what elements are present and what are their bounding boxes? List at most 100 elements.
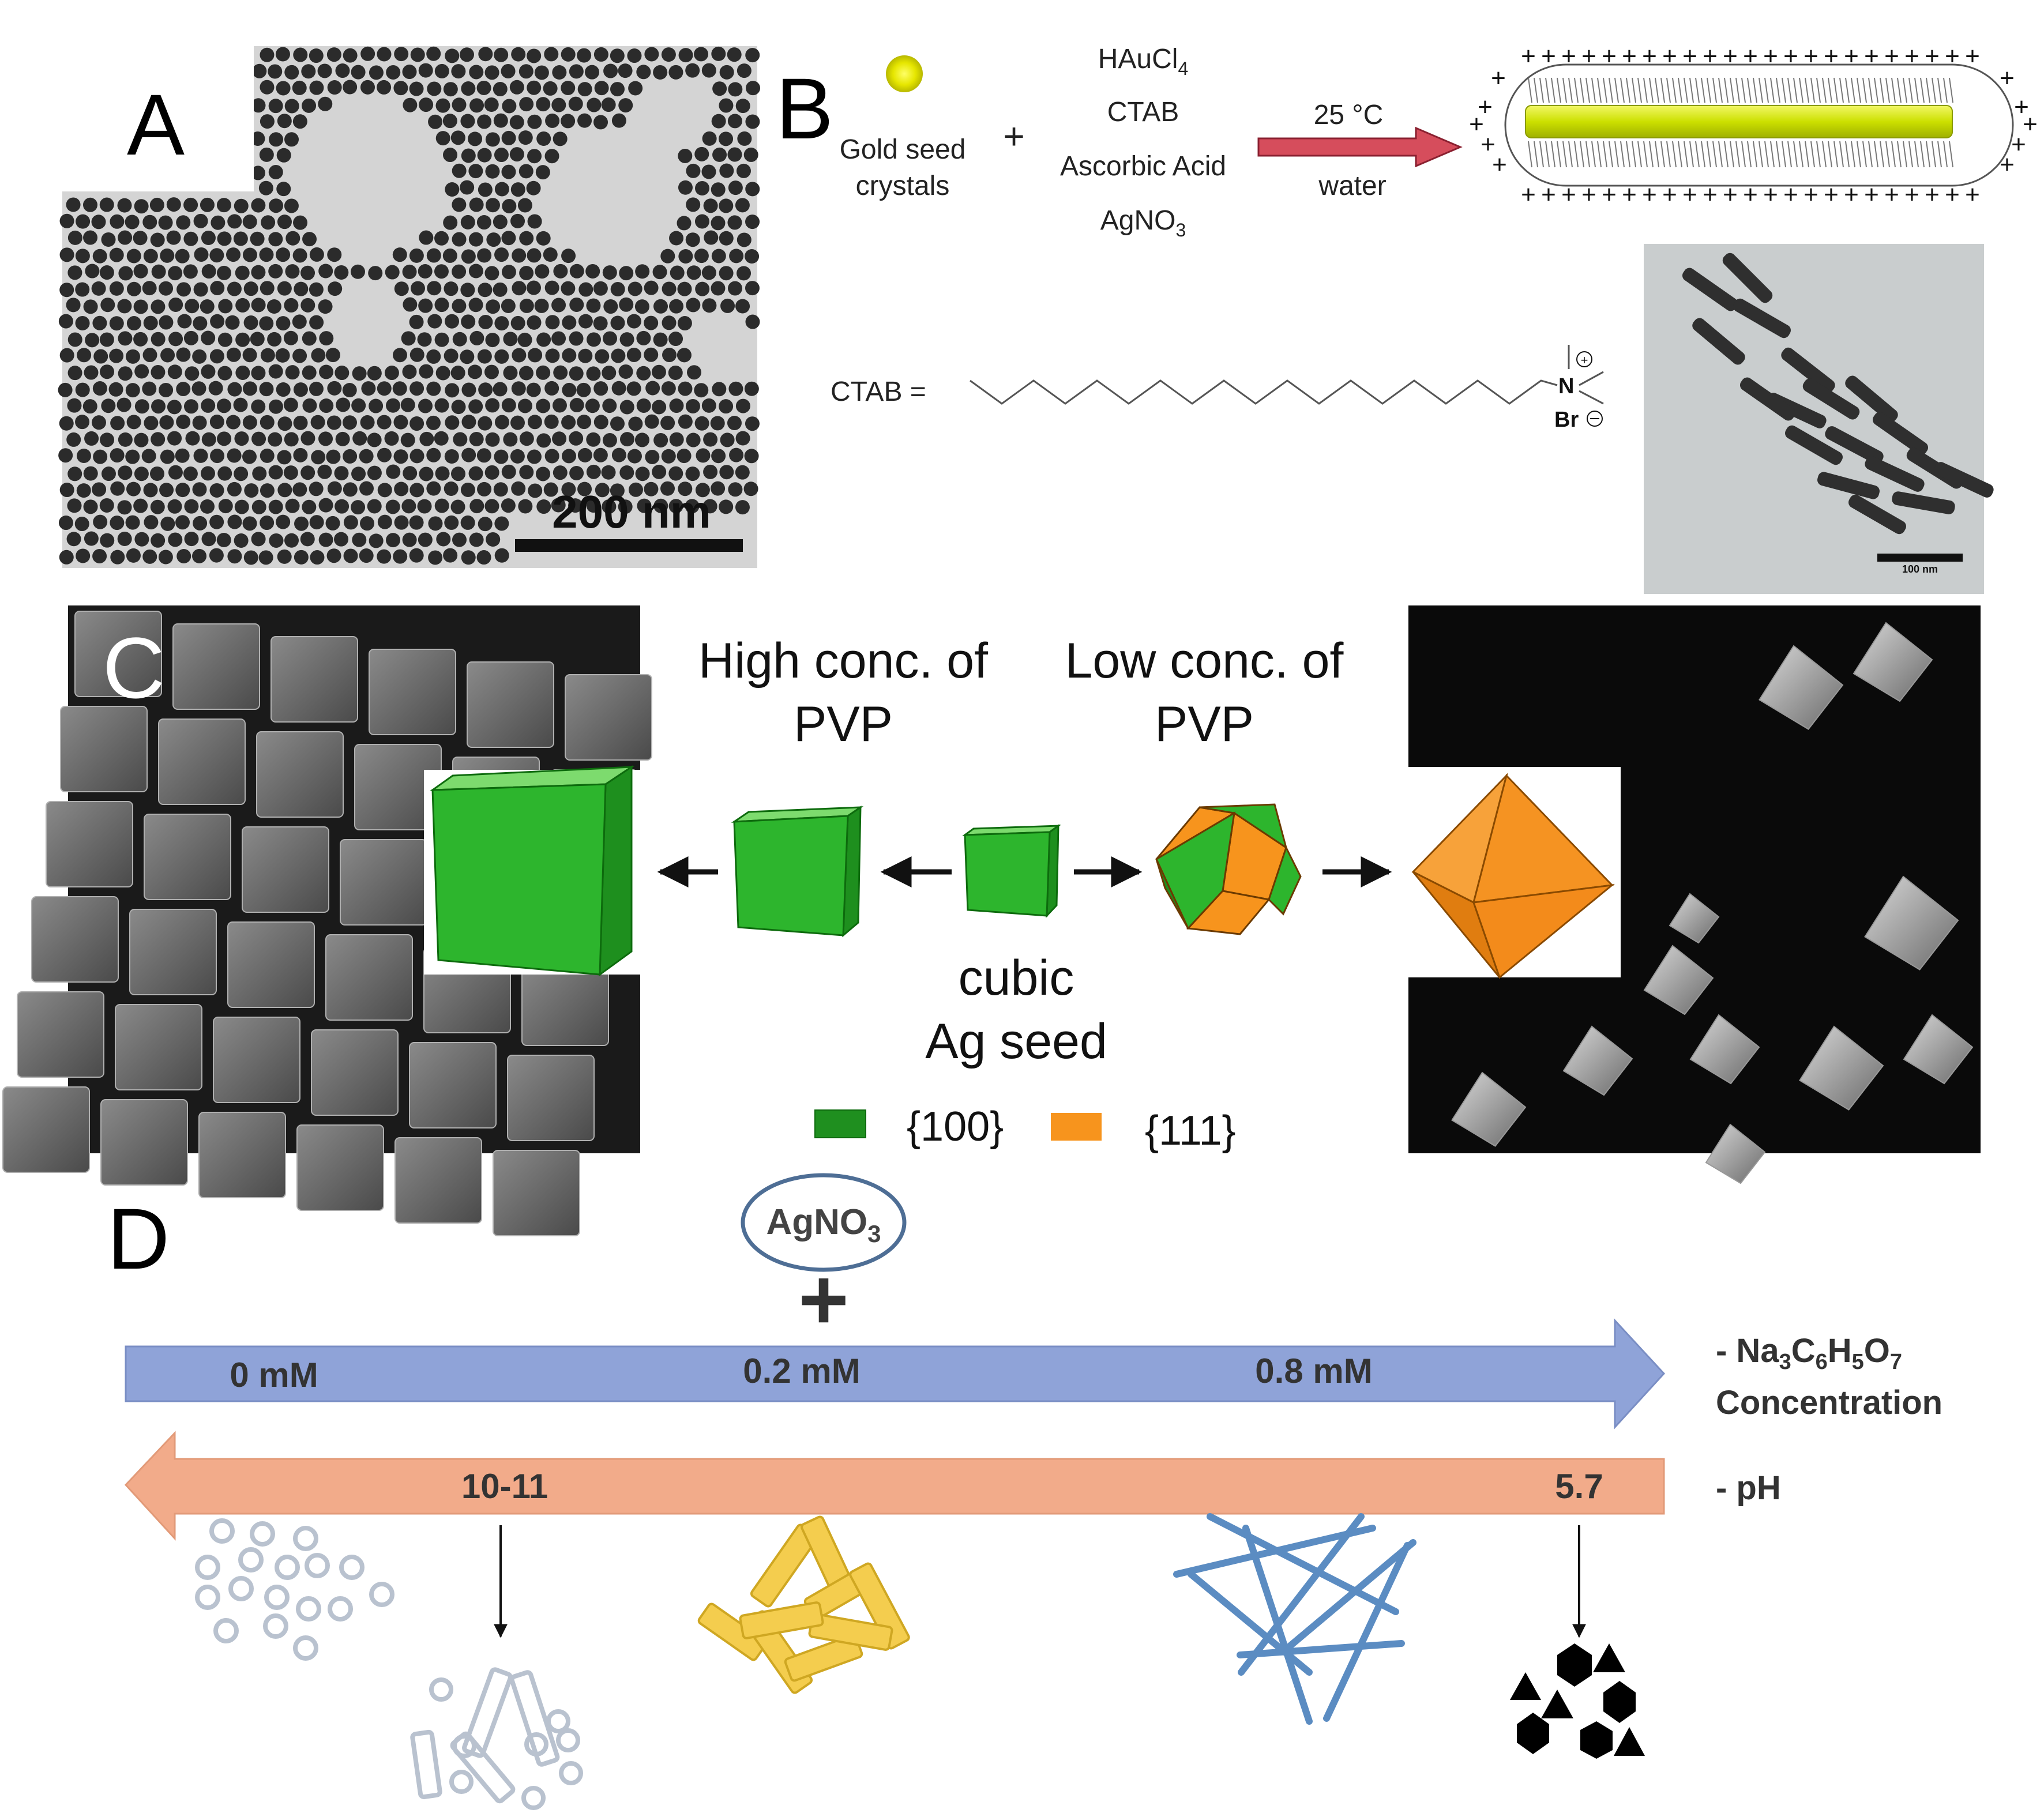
nanoparticle (652, 265, 667, 280)
nanoparticle (501, 164, 516, 179)
nanoparticle (334, 466, 349, 481)
nanoparticle (293, 415, 308, 430)
nanoparticle (201, 330, 216, 345)
nanoparticle (377, 381, 392, 396)
nanoparticle (309, 315, 324, 330)
nanoparticle (167, 431, 182, 446)
nanoparticle (110, 550, 125, 565)
nanoparticle (561, 249, 576, 264)
nanoparticle (695, 180, 710, 195)
nanoparticle (133, 332, 148, 347)
nanoparticle (512, 348, 527, 363)
bilayer-tick (1695, 77, 1700, 103)
nanoparticle (493, 282, 508, 297)
nanoparticle (93, 449, 108, 464)
nanoparticle (426, 447, 441, 462)
nanoparticle (118, 266, 133, 281)
bilayer-tick (1891, 77, 1896, 103)
nanoparticle (393, 415, 408, 430)
nanoparticle (627, 449, 642, 464)
nanoparticle (134, 532, 149, 547)
bilayer-tick (1747, 77, 1752, 103)
nanoparticle (59, 283, 74, 298)
nanoparticle (403, 97, 418, 112)
nanoparticle (93, 349, 108, 364)
nanoparticle (176, 215, 191, 230)
nanoparticle (485, 198, 500, 213)
nanoparticle (109, 247, 124, 262)
nanoparticle (175, 448, 190, 463)
bilayer-tick (1787, 141, 1792, 168)
nanoparticle (660, 249, 675, 264)
nanoparticle (735, 398, 750, 413)
nanoparticle (183, 330, 198, 345)
nanoparticle (67, 398, 82, 413)
nanoparticle (325, 348, 340, 363)
nanoparticle (167, 499, 182, 514)
nanoparticle (343, 48, 358, 63)
nanoparticle (602, 432, 617, 447)
ph-arrow (124, 1431, 1665, 1541)
nanoparticle (577, 481, 592, 496)
tem-nanorod (1845, 375, 1898, 423)
nanoparticle (326, 449, 341, 464)
ph-arrow-label-0: 10-11 (461, 1467, 548, 1506)
nanoparticle (326, 548, 341, 563)
nanoparticle (569, 264, 584, 279)
nanoparticle (561, 415, 576, 430)
nanoparticle (626, 381, 641, 396)
nanoparticle (260, 80, 275, 95)
nanoparticle (577, 447, 592, 462)
nanoparticle (577, 48, 592, 63)
nanoparticle (149, 466, 164, 481)
nanoparticle (367, 432, 382, 447)
bilayer-tick (1805, 77, 1809, 103)
nanoparticle (468, 399, 483, 414)
nanoparticle (110, 448, 125, 463)
nanoparticle (82, 399, 97, 414)
nanoparticle (743, 481, 758, 496)
nanoparticle (418, 532, 433, 547)
nanoparticle (351, 467, 366, 481)
nanoparticle (252, 466, 267, 481)
nanoparticle (426, 415, 441, 430)
nanoparticle (276, 148, 291, 163)
nanoparticle (418, 398, 433, 413)
nanoparticle (259, 147, 274, 162)
nanoparticle (317, 63, 332, 78)
bilayer-tick (1770, 141, 1775, 168)
nanoparticle (243, 550, 258, 565)
nanoparticle (460, 180, 475, 195)
nanoparticle (74, 517, 89, 532)
bilayer-tick (1574, 141, 1579, 168)
nanoparticle (268, 164, 283, 179)
nanoparticle (461, 148, 476, 163)
nanoparticle (302, 398, 317, 413)
nanoparticle (85, 333, 100, 348)
nanoparticle (185, 431, 200, 446)
bilayer-tick (1545, 77, 1550, 103)
nanoparticle (442, 114, 457, 129)
nanoparticle (284, 432, 299, 447)
seed-label-line1: cubic (959, 950, 1074, 1006)
bilayer-tick (1822, 77, 1827, 103)
nanoparticle (434, 398, 449, 413)
nanoparticle (528, 348, 543, 363)
nanoparticle (461, 447, 476, 462)
bilayer-tick (1632, 77, 1636, 103)
nanoparticle (233, 231, 248, 246)
nanoparticle (445, 415, 460, 430)
bilayer-tick (1810, 77, 1815, 103)
nanoparticle (678, 48, 693, 63)
nanoparticle (292, 348, 307, 363)
plus-charge-icon: + (1491, 64, 1506, 92)
bilayer-tick (1851, 141, 1855, 168)
nanoparticle (595, 483, 610, 498)
nanoparticle (166, 230, 181, 245)
nanoparticle (200, 466, 215, 481)
nanoparticle (285, 264, 300, 279)
nanoparticle (260, 448, 275, 463)
nanoparticle (677, 216, 692, 231)
nanoparticle (59, 348, 74, 363)
nanoparticle (302, 98, 317, 113)
